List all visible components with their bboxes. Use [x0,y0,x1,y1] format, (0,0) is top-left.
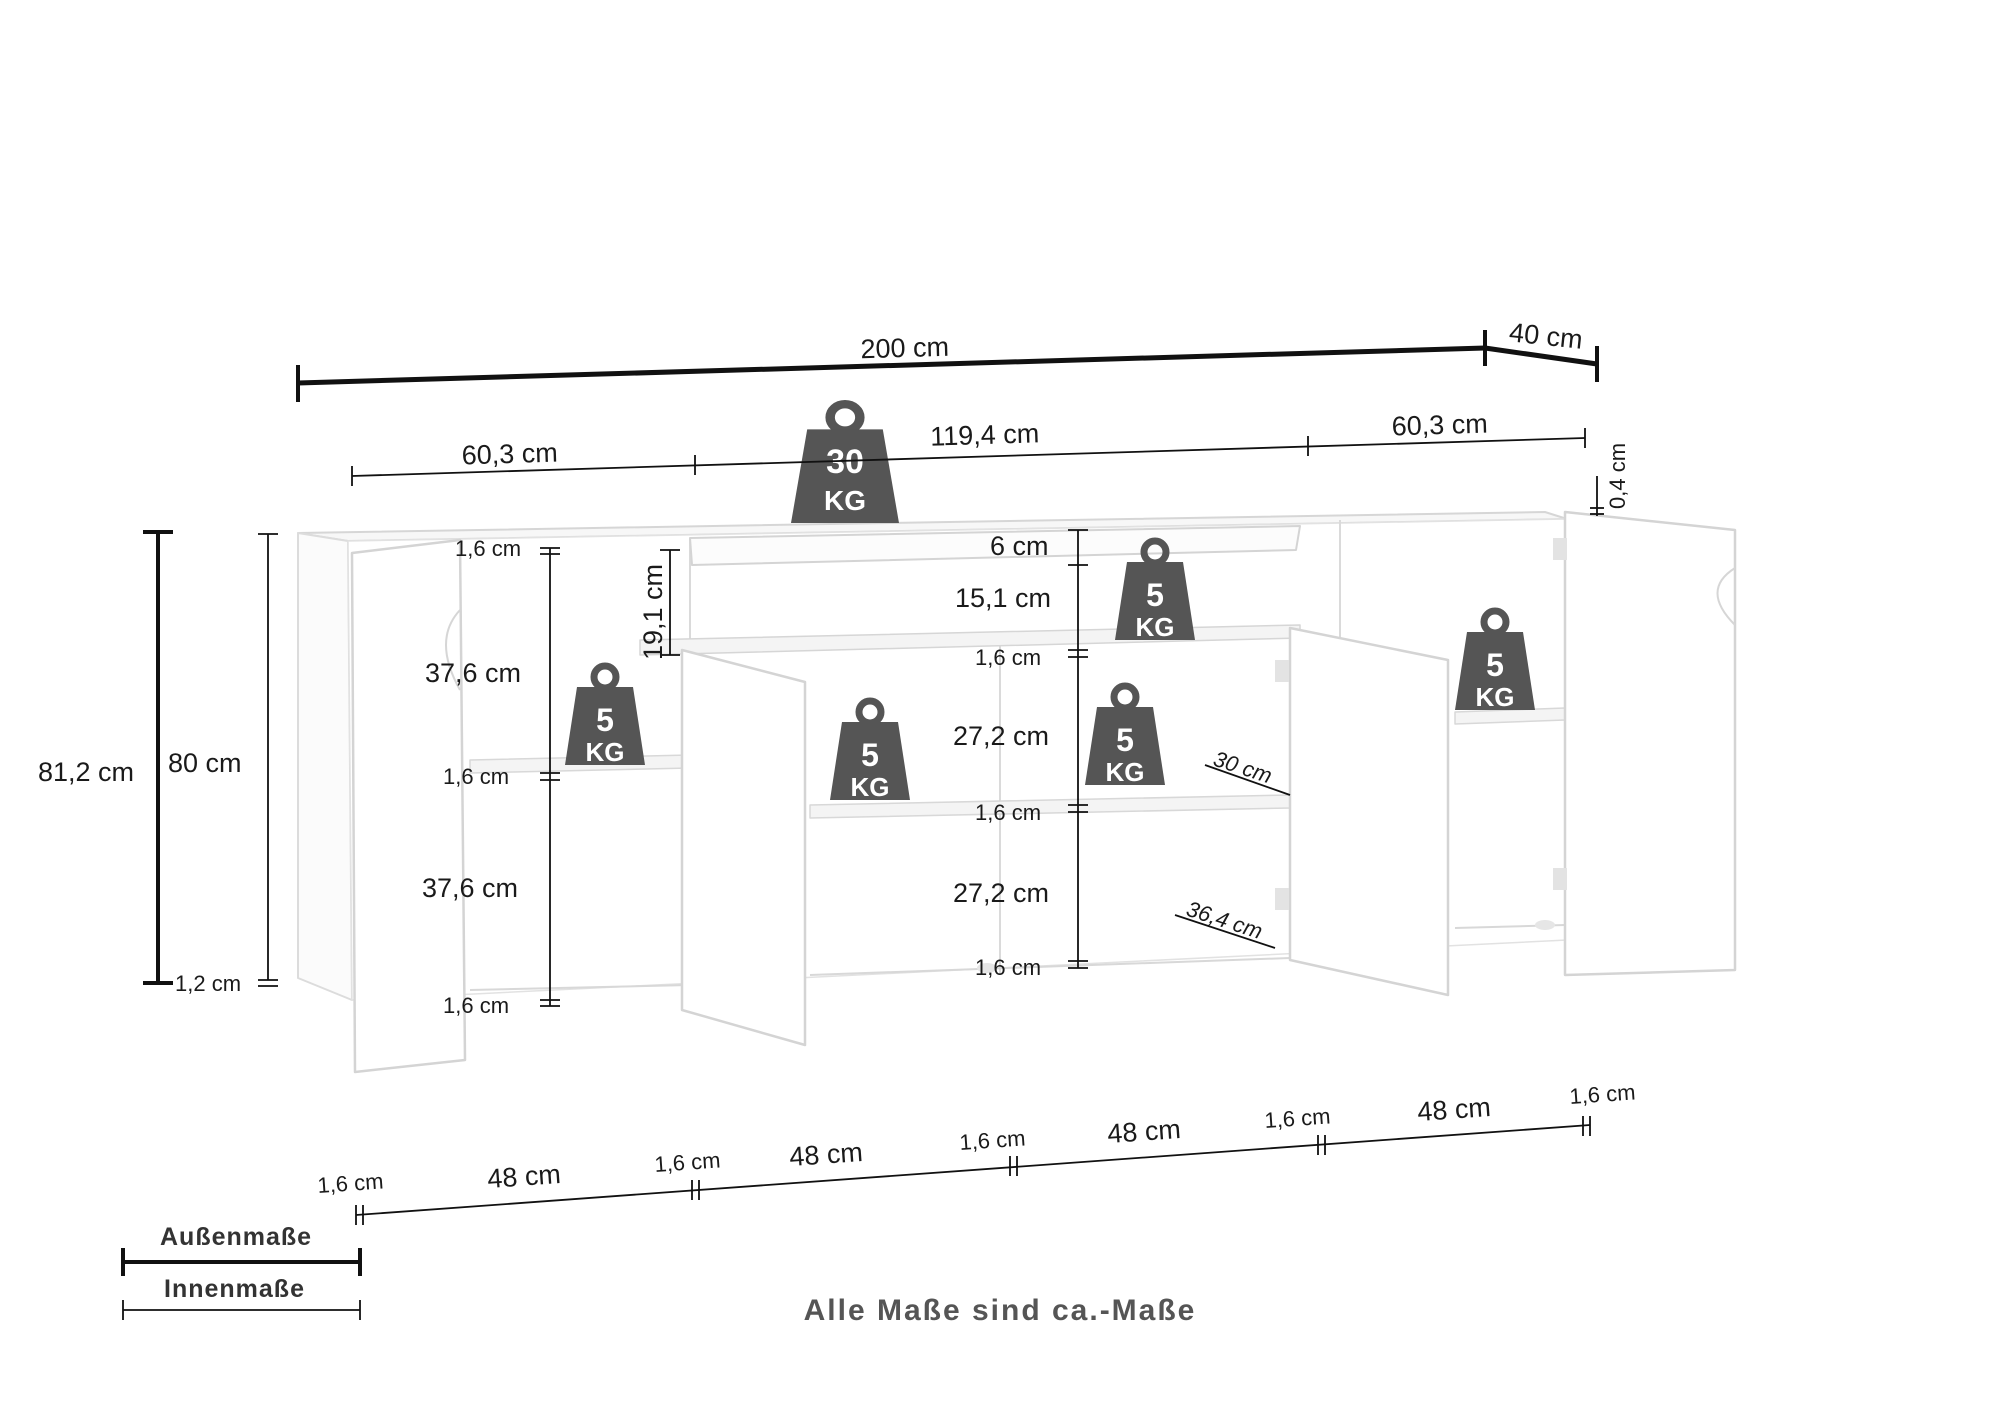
weight-left-value: 5 [596,702,614,738]
dim-wall-1: 1,6 cm [317,1168,385,1198]
dim-wall-3: 1,6 cm [959,1125,1027,1155]
dim-top-left: 60,3 cm [461,438,558,471]
door-far-right [1563,510,1737,977]
hinge [1553,538,1567,560]
weight-icon-center-left-shelf: 5 KG [830,701,910,802]
hinge [1553,868,1567,890]
weight-niche-value: 5 [1146,577,1164,613]
dim-compartment-3: 48 cm [1106,1114,1181,1149]
dim-left-board-bottom: 1,6 cm [443,993,509,1018]
dim-top-middle: 119,4 cm [930,418,1040,451]
dim-middle-board-bottom: 1,6 cm [975,955,1041,980]
dim-depth: 40 cm [1508,317,1584,355]
dim-wall-4: 1,6 cm [1264,1103,1332,1133]
legend-inner-label: Innenmaße [164,1275,305,1303]
dim-left-upper: 37,6 cm [425,658,521,688]
dim-middle-board-top: 1,6 cm [975,645,1041,670]
door-handle-cutout [445,609,461,691]
legend: Außenmaße Innenmaße [121,1223,362,1320]
weight-icon-center-right-shelf: 5 KG [1085,686,1165,787]
outer-dimension-lines [143,330,1599,985]
legend-outer-label: Außenmaße [160,1223,312,1251]
weight-right-value: 5 [1486,647,1504,683]
weight-left-unit: KG [586,737,625,767]
dim-left-board-middle: 1,6 cm [443,764,509,789]
weight-icon-right-shelf: 5 KG [1455,611,1535,712]
hinge [1275,660,1289,682]
drawer-panel [689,525,1301,566]
left-bottom-board [469,984,691,991]
door-handle-cutout [1716,567,1736,626]
door-center-right [1288,626,1450,997]
door-far-left [350,538,467,1074]
dim-open-shelf: 15,1 cm [955,583,1051,613]
dim-compartment-4: 48 cm [1416,1092,1491,1127]
dim-total-width: 200 cm [860,332,949,364]
weight-center-right-unit: KG [1106,757,1145,787]
weight-icon-top: 30 KG [791,404,899,523]
dim-compartment-2: 48 cm [788,1137,863,1172]
dim-niche-height: 19,1 cm [638,564,668,660]
weight-center-left-unit: KG [851,772,890,802]
center-bottom-board [809,957,1291,976]
dim-base-thickness: 1,2 cm [175,971,241,996]
weight-top-unit: KG [824,485,866,516]
dim-middle-upper: 27,2 cm [953,721,1049,751]
left-side-panel [297,532,353,1001]
weight-center-left-value: 5 [861,737,879,773]
weight-niche-unit: KG [1136,612,1175,642]
dim-drawer-panel: 6 cm [990,531,1049,561]
sideboard-illustration [297,510,1737,1074]
door-center-left [680,648,807,1047]
dim-inner-height: 80 cm [168,748,242,778]
dim-middle-board-middle: 1,6 cm [975,800,1041,825]
foot [977,963,997,973]
foot [1535,920,1555,930]
dim-compartment-1: 48 cm [486,1159,561,1194]
dim-middle-lower: 27,2 cm [953,878,1049,908]
dim-outer-height: 81,2 cm [38,757,134,787]
dim-left-board-top: 1,6 cm [455,536,521,561]
inner-dimension-lines [258,428,1604,1225]
dim-top-right: 60,3 cm [1391,409,1488,442]
weight-center-right-value: 5 [1116,722,1134,758]
dim-left-lower: 37,6 cm [422,873,518,903]
dim-top-thickness: 0,4 cm [1605,443,1630,509]
dim-wall-5: 1,6 cm [1569,1079,1637,1109]
weight-icon-niche: 5 KG [1115,541,1195,642]
weight-icon-left-shelf: 5 KG [565,666,645,767]
approximate-dimensions-note: Alle Maße sind ca.-Maße [804,1294,1197,1327]
weight-right-unit: KG [1476,682,1515,712]
dim-wall-2: 1,6 cm [654,1147,722,1177]
hinge [1275,888,1289,910]
